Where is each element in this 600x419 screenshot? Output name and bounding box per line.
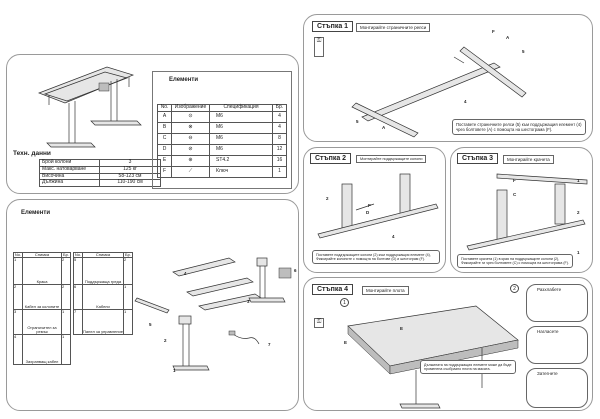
table-header-row: No. Снимка Бр. bbox=[73, 251, 133, 259]
step4-note: Дължината на поддържащия елемент може да… bbox=[420, 360, 516, 374]
hex-key-icon: ⟋ bbox=[171, 165, 210, 178]
step4-number-2: 2 bbox=[510, 284, 519, 293]
screw-e-icon: ⊕ bbox=[171, 154, 210, 167]
step4-title: Стъпка 4 bbox=[312, 284, 354, 295]
step4-panel: Стъпка 4 Монтирайте плота 1 ⚿ E E Дължин… bbox=[303, 277, 593, 411]
parts-callout-5: 5 bbox=[149, 322, 152, 327]
step4-label-e2: E bbox=[344, 340, 348, 345]
step4-illustration bbox=[347, 305, 519, 409]
bolt-d-icon: ⊘ bbox=[171, 143, 210, 156]
parts-callout-3: 3 bbox=[247, 299, 250, 304]
step1-desc: Монтирайте страничните релси bbox=[356, 23, 431, 32]
table-header-row: No. Изображение Спецификация Бр. bbox=[157, 104, 287, 112]
step1-label-5: 5 bbox=[522, 49, 525, 54]
step1-label-5b: 5 bbox=[356, 119, 359, 124]
step1-label-f: F bbox=[492, 29, 495, 34]
parts-exploded-illustration bbox=[134, 257, 292, 371]
bolt-a-icon: ⊙ bbox=[171, 110, 210, 123]
parts-callout-2: 2 bbox=[164, 338, 167, 343]
step1-note: Поставете страничните релси (5) към подд… bbox=[452, 119, 586, 135]
step2-label-2: 2 bbox=[326, 196, 329, 201]
step3-label-f: F bbox=[513, 178, 516, 183]
hardware-box: Елементи No. Изображение Спецификация Бр… bbox=[152, 71, 292, 189]
step2-illustration bbox=[317, 173, 439, 239]
step4-number-1: 1 bbox=[340, 298, 349, 307]
parts-callout-6: 6 bbox=[294, 268, 297, 273]
parts-callout-4: 4 bbox=[184, 271, 187, 276]
step4-desc: Монтирайте плота bbox=[362, 286, 409, 295]
step3-title: Стъпка 3 bbox=[457, 153, 499, 164]
desk-frame-illustration bbox=[38, 66, 142, 148]
step3-label-c: C bbox=[513, 192, 517, 197]
table-header-row: No. Снимка Бр. bbox=[13, 251, 71, 259]
step3-label-1b: 1 bbox=[577, 250, 580, 255]
parts-title: Елементи bbox=[21, 210, 51, 216]
step4-label-e: E bbox=[400, 326, 404, 331]
step2-label-d: D bbox=[366, 210, 370, 215]
adjust-tighten: Затегнете bbox=[526, 368, 588, 408]
hex-key-icon: ⚿ bbox=[314, 37, 324, 57]
hex-key-icon: ⚿ bbox=[314, 318, 324, 328]
step1-illustration bbox=[351, 46, 527, 138]
step2-label-4: 4 bbox=[392, 234, 395, 239]
step3-desc: Монтирайте крачета bbox=[503, 155, 554, 164]
step3-note: Поставете крачета (1) в края на поддържа… bbox=[457, 254, 573, 268]
step1-title: Стъпка 1 bbox=[312, 21, 354, 32]
parts-callout-7: 7 bbox=[268, 342, 271, 347]
step2-panel: Стъпка 2 Монтирайте поддържащите колони … bbox=[303, 147, 446, 273]
adjust-loosen: Разхлабете bbox=[526, 284, 588, 322]
step2-label-f: F bbox=[368, 203, 371, 208]
step1-label-ab: A bbox=[382, 125, 386, 130]
step3-label-2: 2 bbox=[577, 210, 580, 215]
adjust-set: Нагласете bbox=[526, 326, 588, 364]
step3-panel: Стъпка 3 Монтирайте крачета 1 F C 2 1 По… bbox=[450, 147, 593, 273]
parts-callout-1: 1 bbox=[173, 368, 176, 373]
hardware-title: Елементи bbox=[169, 77, 199, 83]
step3-illustration bbox=[466, 173, 588, 251]
step3-label-1: 1 bbox=[577, 178, 580, 183]
step1-label-a: A bbox=[506, 35, 510, 40]
bolt-c-icon: ⊖ bbox=[171, 132, 210, 145]
step1-label-4: 4 bbox=[464, 99, 467, 104]
step2-desc: Монтирайте поддържащите колони bbox=[356, 155, 427, 163]
step2-title: Стъпка 2 bbox=[310, 153, 352, 164]
step2-note: Поставете поддържащите колони (2) към по… bbox=[312, 250, 440, 264]
bolt-b-icon: ⊗ bbox=[171, 121, 210, 134]
tech-data-title: Техн. данни bbox=[13, 150, 51, 157]
step1-panel: Стъпка 1 Монтирайте страничните релси ⚿ … bbox=[303, 14, 593, 142]
